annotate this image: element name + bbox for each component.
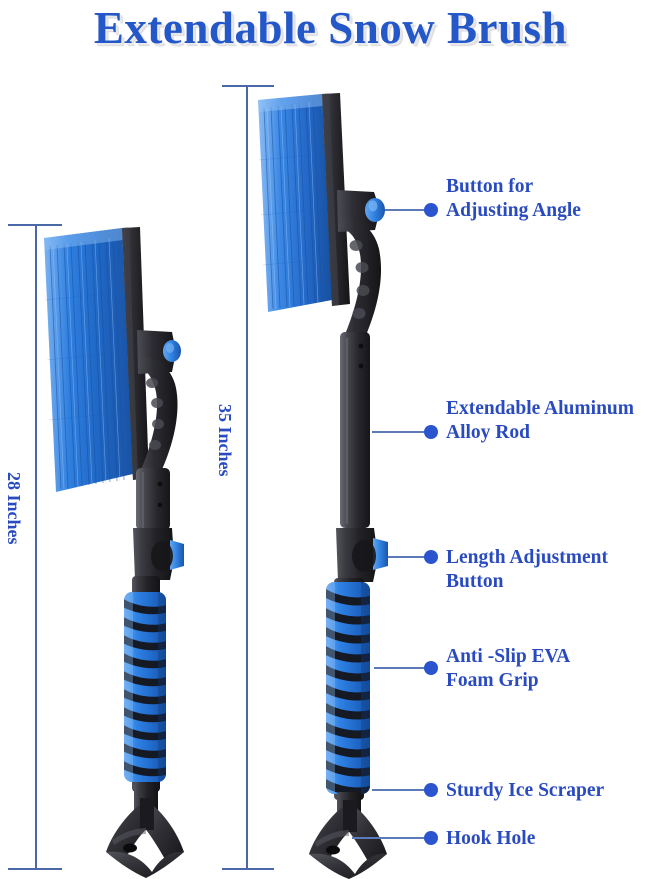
product-extended xyxy=(258,93,388,879)
dimension-line-35 xyxy=(222,85,274,870)
dimension-label-28: 28 Inches xyxy=(4,472,24,545)
callout-aluminum-rod: Extendable Aluminum Alloy Rod xyxy=(446,398,635,443)
brush-bristles-right xyxy=(258,94,332,312)
rod-upper-left xyxy=(136,468,170,530)
brush-bristles-left xyxy=(44,228,133,492)
foam-grip-right xyxy=(326,582,370,794)
length-adjust-button-right xyxy=(373,538,388,570)
callout-hook-hole: Hook Hole xyxy=(446,828,536,849)
product-collapsed xyxy=(44,227,184,878)
dot-length-button xyxy=(424,550,438,564)
handle-neck-right xyxy=(338,216,382,340)
ice-scraper-left xyxy=(106,798,184,878)
hook-hole-left xyxy=(123,843,137,853)
dimension-line-28 xyxy=(8,224,62,870)
finger-grooves-left xyxy=(146,378,165,450)
hook-hole-right xyxy=(326,845,340,855)
callout-length-button: Length Adjustment Button xyxy=(446,547,608,592)
dot-foam-grip xyxy=(424,661,438,675)
length-adjust-button-left xyxy=(170,540,184,570)
dot-angle-button xyxy=(424,203,438,217)
dot-aluminum-rod xyxy=(424,425,438,439)
page-title: Extendable Snow Brush xyxy=(93,3,568,53)
handle-neck-left xyxy=(138,356,178,474)
leader-lines xyxy=(352,209,425,839)
callout-angle-button: Button for Adjusting Angle xyxy=(446,176,581,221)
leader-dots xyxy=(424,203,438,845)
dot-ice-scraper xyxy=(424,783,438,797)
foam-grip-left xyxy=(124,592,166,782)
dot-hook-hole xyxy=(424,831,438,845)
ice-scraper-right xyxy=(309,800,387,879)
callout-ice-scraper: Sturdy Ice Scraper xyxy=(446,780,605,801)
aluminum-rod-upper xyxy=(340,332,370,528)
callout-foam-grip: Anti -Slip EVA Foam Grip xyxy=(446,646,571,691)
dimension-label-35: 35 Inches xyxy=(215,404,235,477)
finger-grooves-right xyxy=(349,240,370,319)
